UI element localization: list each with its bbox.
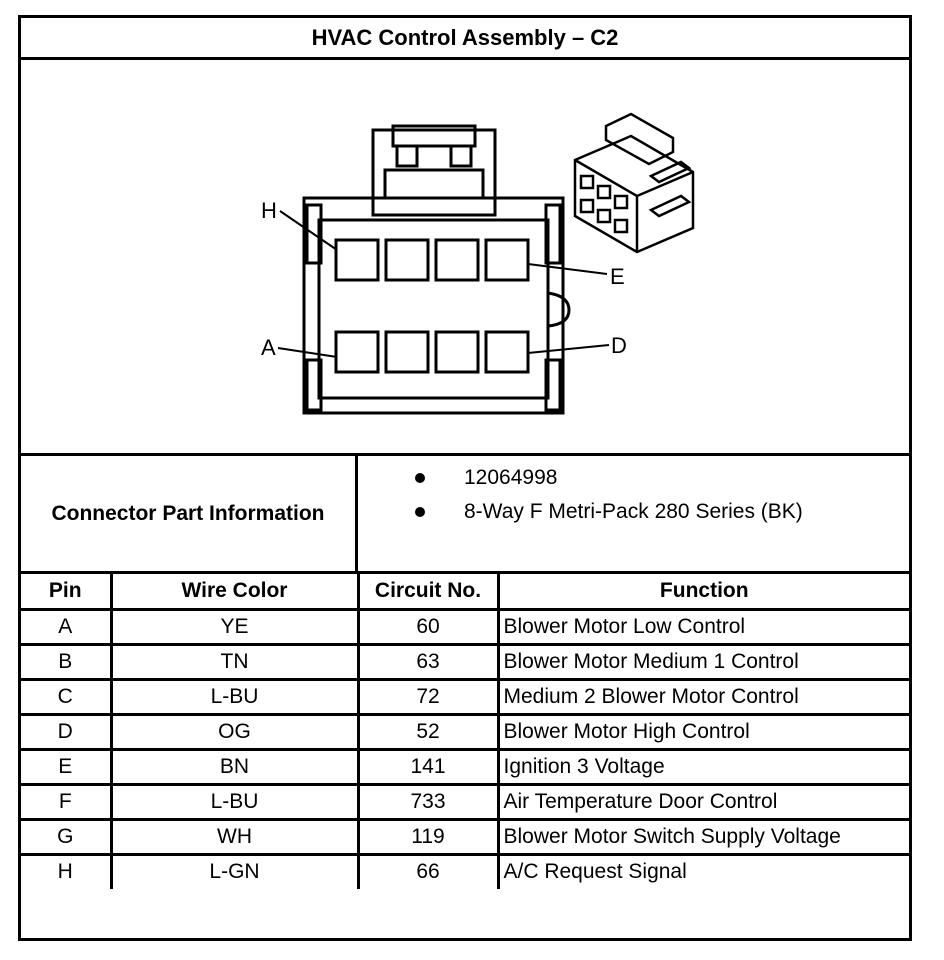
part-number: 12064998 (464, 466, 558, 489)
table-row: B TN 63 Blower Motor Medium 1 Control (21, 642, 909, 681)
wire-color-cell: L-BU (109, 782, 360, 821)
wire-color-cell: YE (109, 607, 360, 646)
bullet-icon (415, 507, 425, 517)
circuit-cell: 733 (356, 782, 500, 821)
connector-rail-lower-left (305, 358, 323, 412)
leader-line-e (527, 263, 608, 275)
cavity-top-2 (384, 238, 430, 282)
connector-body-outer (302, 196, 565, 415)
wire-color-cell: OG (109, 712, 360, 751)
wire-color-cell: L-BU (109, 677, 360, 716)
connector-latch-window (383, 168, 485, 200)
cavity-top-1 (334, 238, 380, 282)
pin-cell: A (21, 607, 113, 646)
connector-diagram: H E A D (21, 60, 909, 456)
table-row: F L-BU 733 Air Temperature Door Control (21, 782, 909, 821)
cavity-bottom-4 (484, 330, 530, 374)
table-row: A YE 60 Blower Motor Low Control (21, 607, 909, 646)
leader-line-a (277, 347, 338, 358)
connector-rail-upper-left (305, 203, 323, 265)
circuit-cell: 72 (356, 677, 500, 716)
function-cell: Blower Motor Switch Supply Voltage (496, 817, 909, 856)
table-row: E BN 141 Ignition 3 Voltage (21, 747, 909, 786)
table-row: D OG 52 Blower Motor High Control (21, 712, 909, 751)
connector-body-inner (317, 218, 550, 400)
table-row: C L-BU 72 Medium 2 Blower Motor Control (21, 677, 909, 716)
connector-latch-detail-left (395, 146, 419, 168)
connector-part-info: Connector Part Information 12064998 8-Wa… (21, 456, 909, 574)
pin-cell: D (21, 712, 113, 751)
connector-part-info-list: 12064998 8-Way F Metri-Pack 280 Series (… (358, 456, 909, 571)
pin-label-d: D (611, 333, 627, 358)
connector-type: 8-Way F Metri-Pack 280 Series (BK) (464, 500, 803, 523)
connector-face-drawing: H E A D (261, 112, 695, 415)
cavity-top-4 (484, 238, 530, 282)
circuit-cell: 141 (356, 747, 500, 786)
circuit-cell: 66 (356, 852, 500, 889)
wire-color-cell: BN (109, 747, 360, 786)
function-cell: Medium 2 Blower Motor Control (496, 677, 909, 716)
circuit-cell: 60 (356, 607, 500, 646)
function-cell: Blower Motor Low Control (496, 607, 909, 646)
connector-latch-tab (391, 124, 477, 148)
header-circuit-no: Circuit No. (356, 574, 500, 611)
cavity-top-3 (434, 238, 480, 282)
page-title: HVAC Control Assembly – C2 (21, 18, 909, 60)
cavity-bottom-3 (434, 330, 480, 374)
connector-rail-lower-right (544, 358, 562, 412)
pin-label-e: E (610, 264, 625, 289)
connector-isometric-view (573, 112, 695, 254)
pin-cell: B (21, 642, 113, 681)
wire-color-cell: TN (109, 642, 360, 681)
header-function: Function (496, 574, 909, 611)
function-cell: Blower Motor Medium 1 Control (496, 642, 909, 681)
circuit-cell: 63 (356, 642, 500, 681)
cavity-bottom-2 (384, 330, 430, 374)
function-cell: A/C Request Signal (496, 852, 909, 889)
table-row: H L-GN 66 A/C Request Signal (21, 852, 909, 889)
pin-cell: C (21, 677, 113, 716)
connector-part-info-label: Connector Part Information (21, 456, 358, 571)
pin-cell: F (21, 782, 113, 821)
cavity-bottom-1 (334, 330, 380, 374)
connector-key-notch (547, 291, 571, 328)
pin-cell: H (21, 852, 113, 889)
wire-color-cell: WH (109, 817, 360, 856)
pin-cell: G (21, 817, 113, 856)
wire-color-cell: L-GN (109, 852, 360, 889)
pin-label-a: A (261, 335, 276, 360)
circuit-cell: 52 (356, 712, 500, 751)
connector-sheet: HVAC Control Assembly – C2 (18, 15, 912, 941)
function-cell: Blower Motor High Control (496, 712, 909, 751)
bullet-icon (415, 473, 425, 483)
function-cell: Air Temperature Door Control (496, 782, 909, 821)
table-row: G WH 119 Blower Motor Switch Supply Volt… (21, 817, 909, 856)
pinout-header-row: Pin Wire Color Circuit No. Function (21, 574, 909, 611)
connector-rail-upper-right (544, 203, 562, 265)
leader-line-h (279, 210, 338, 251)
connector-latch-detail-right (449, 146, 473, 168)
leader-line-d (527, 344, 610, 354)
header-pin: Pin (21, 574, 113, 611)
circuit-cell: 119 (356, 817, 500, 856)
function-cell: Ignition 3 Voltage (496, 747, 909, 786)
header-wire-color: Wire Color (109, 574, 360, 611)
pin-cell: E (21, 747, 113, 786)
connector-latch-outer (371, 128, 497, 217)
pinout-table: Pin Wire Color Circuit No. Function A YE… (21, 574, 909, 889)
pin-label-h: H (261, 198, 277, 223)
